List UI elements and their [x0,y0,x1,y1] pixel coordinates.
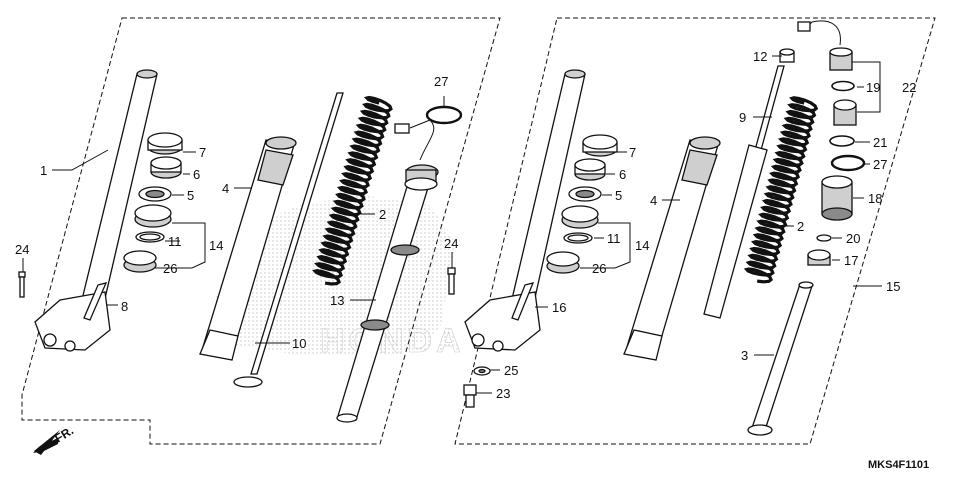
callout-25: 25 [504,363,518,378]
collar-17 [807,249,831,266]
callout-12: 12 [753,49,767,64]
fork-cap-assembly [797,20,866,172]
callout-24-right: 24 [444,236,458,251]
callout-1: 1 [40,163,47,178]
callout-11-left: 11 [168,234,182,249]
callout-10: 10 [292,336,306,351]
cartridge-head-18 [821,175,853,221]
callout-24-left: 24 [15,242,29,257]
callout-19: 19 [866,80,880,95]
callout-16: 16 [552,300,566,315]
outer-tube-right [464,69,586,352]
callout-5-left: 5 [187,188,194,203]
watermark-brand: HONDA [320,322,465,360]
nut-12 [779,48,795,63]
callout-4-right: 4 [650,193,657,208]
callout-15: 15 [886,279,900,294]
callout-21: 21 [873,135,887,150]
inner-tube-right [623,136,721,361]
callout-17: 17 [844,253,858,268]
bolt-right [447,267,456,295]
callout-14-left: 14 [209,238,223,253]
callout-26-right: 26 [592,261,606,276]
callout-23: 23 [496,386,510,401]
callout-2-left: 2 [379,207,386,222]
callout-5-right: 5 [615,188,622,203]
callout-18: 18 [868,191,882,206]
callout-27-left: 27 [434,74,448,89]
seal-stack-left [123,132,183,273]
callout-7-right: 7 [629,145,636,160]
callout-22: 22 [902,80,916,95]
callout-20: 20 [846,231,860,246]
callout-9: 9 [739,110,746,125]
o-ring-left [425,105,463,125]
callout-27-right: 27 [873,157,887,172]
callout-6-right: 6 [619,167,626,182]
callout-11-right: 11 [607,231,621,246]
left-fork-frame [21,17,501,445]
fork-spring-right [743,96,819,284]
drawing-code: MKS4F1101 [868,459,929,471]
washer-25 [473,366,491,376]
callout-8: 8 [121,299,128,314]
washer-20 [816,234,832,242]
callout-6-left: 6 [193,167,200,182]
seal-stack-right [546,134,618,274]
callout-3: 3 [741,348,748,363]
callout-13: 13 [330,293,344,308]
bolt-left [18,271,26,298]
outer-tube-part [34,69,158,352]
right-fork-frame [454,17,936,445]
callout-26-left: 26 [163,261,177,276]
inner-tube-part [199,136,297,361]
fork-spring-left [312,95,393,286]
damper-rod-part [233,92,344,388]
callout-14-right: 14 [635,238,649,253]
callout-4-left: 4 [222,181,229,196]
callout-2-right: 2 [797,219,804,234]
lower-tube-3 [747,281,814,436]
front-direction-arrow-icon: FR. [33,423,76,455]
callouts: 1 4 27 2 7 6 5 11 14 26 24 8 10 13 12 9 … [15,49,929,471]
cartridge-assembly [336,119,439,423]
callout-7-left: 7 [199,145,206,160]
damper-rod-right [703,65,785,319]
drain-bolt-23 [463,384,477,408]
